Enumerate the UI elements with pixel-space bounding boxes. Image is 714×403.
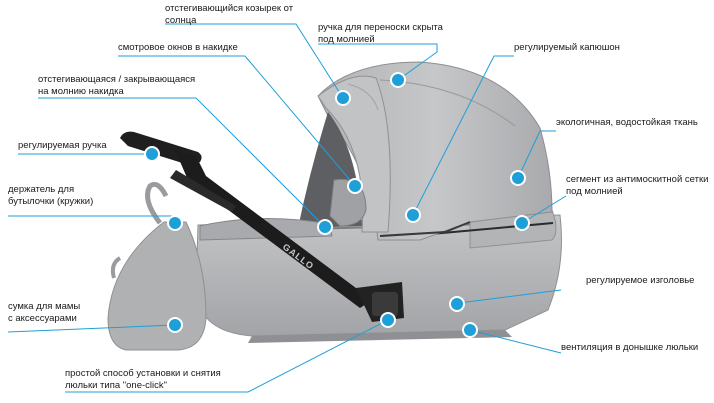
callout-markers: [144, 72, 530, 338]
marker-mesh: [514, 215, 530, 231]
marker-one-click: [380, 312, 396, 328]
callout-cup-holder-line1: держатель для: [8, 184, 75, 195]
callout-handlebar-line1: регулируемая ручка: [18, 140, 107, 151]
callout-bag-line1: сумка для мамы: [8, 301, 81, 312]
callout-bag-line2: с аксессуарами: [8, 312, 77, 324]
callout-hood-line1: регулируемый капюшон: [514, 42, 620, 53]
callout-cup-holder: держатель для бутылочки (кружки): [8, 184, 93, 207]
marker-hood: [405, 207, 421, 223]
callout-one-click-line2: люльки типа "one-click": [65, 379, 168, 391]
callout-bag: сумка для мамы с аксессуарами: [8, 301, 80, 324]
callout-one-click: простой способ установки и снятия люльки…: [65, 368, 221, 391]
callout-handle-zip-line1: ручка для переноски скрыта: [318, 22, 443, 33]
callout-hood: регулируемый капюшон: [514, 42, 620, 54]
marker-handle-zip: [390, 72, 406, 88]
callout-handle-zip: ручка для переноски скрыта под молнией: [318, 22, 443, 45]
mom-bag: [107, 181, 207, 351]
callout-ventilation-line1: вентиляция в донышке люльки: [561, 342, 699, 353]
callout-cover-line1: отстегивающаяся / закрывающаяся: [38, 74, 196, 85]
callout-sun-visor: отстегивающийся козырек от солнца: [165, 3, 293, 26]
callout-fabric-line1: экологичная, водостойкая ткань: [556, 117, 698, 128]
marker-handlebar: [144, 146, 160, 162]
sun-visor: [317, 75, 391, 233]
marker-headrest: [449, 296, 465, 312]
callout-cover-line2: на молнию накидка: [38, 85, 124, 97]
marker-sun-visor: [335, 90, 351, 106]
callout-handle-zip-line2: под молнией: [318, 33, 375, 45]
callout-cover: отстегивающаяся / закрывающаяся на молни…: [38, 74, 195, 97]
callout-mesh-line1: сегмент из антимоскитной сетки: [566, 174, 709, 185]
marker-window: [347, 178, 363, 194]
callout-handlebar: регулируемая ручка: [18, 140, 107, 152]
callout-fabric: экологичная, водостойкая ткань: [556, 117, 698, 129]
marker-ventilation: [462, 322, 478, 338]
callout-headrest-line1: регулируемое изголовье: [586, 275, 695, 286]
callout-ventilation: вентиляция в донышке люльки: [561, 342, 698, 354]
callout-sun-visor-line2: солнца: [165, 14, 197, 26]
callout-window: смотровое окнов в накидке: [118, 42, 238, 54]
callout-one-click-line1: простой способ установки и снятия: [65, 368, 221, 379]
marker-bag: [167, 317, 183, 333]
marker-fabric: [510, 170, 526, 186]
callout-cup-holder-line2: бутылочки (кружки): [8, 195, 94, 207]
callout-headrest: регулируемое изголовье: [586, 275, 694, 287]
callout-window-line1: смотровое окнов в накидке: [118, 42, 238, 53]
marker-cup-holder: [167, 215, 183, 231]
marker-cover: [317, 219, 333, 235]
callout-sun-visor-line1: отстегивающийся козырек от: [165, 3, 294, 14]
callout-mesh: сегмент из антимоскитной сетки под молни…: [566, 174, 708, 197]
callout-mesh-line2: под молнией: [566, 185, 623, 197]
